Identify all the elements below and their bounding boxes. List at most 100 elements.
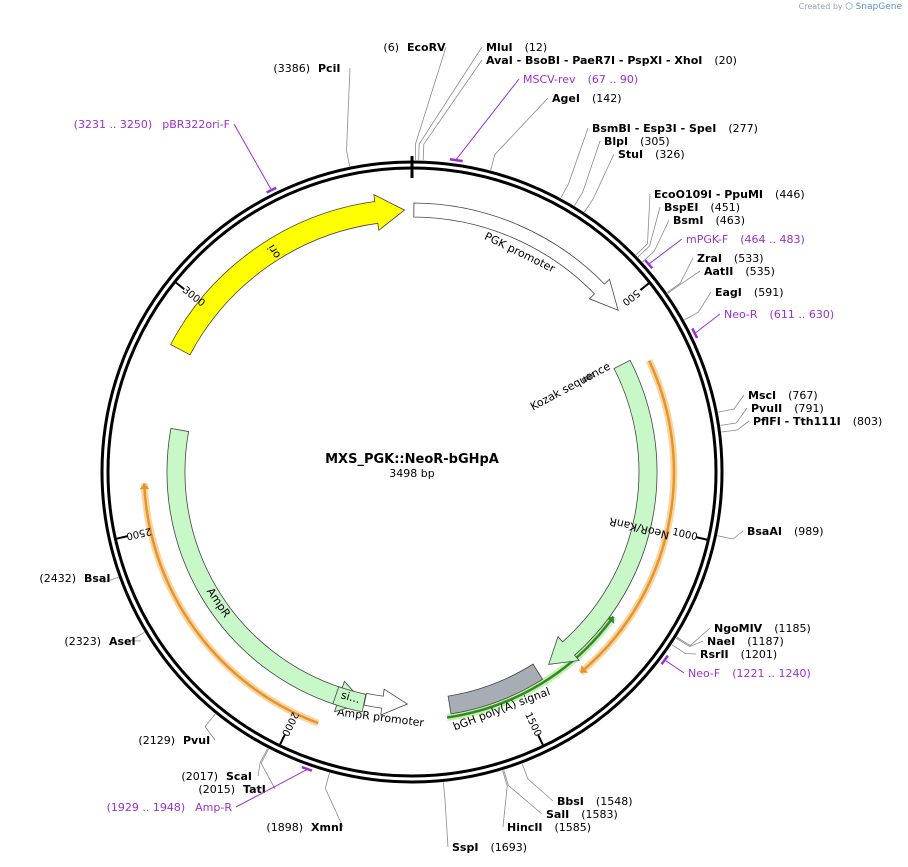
site-name-sali: SalI [546, 808, 569, 821]
site-leader-line [503, 770, 543, 815]
site-position: (1187) [747, 635, 784, 648]
site-name-pcii: PciI [318, 62, 340, 75]
feature-kozak-sequence [581, 372, 595, 383]
tick-label: 1500 [522, 711, 543, 739]
site-leader-line [103, 576, 119, 583]
primer-range: (67 .. 90) [588, 73, 639, 86]
site-name-stui: StuI [618, 148, 643, 161]
site-position: (1548) [596, 795, 633, 808]
primer-leader-line [649, 238, 683, 264]
feature-label-ori: ori [265, 242, 284, 261]
primer-mark [660, 654, 669, 666]
site-position: (451) [710, 201, 740, 214]
site-layer: PciI(3386)EcoRV(6)MluI(12)AvaI - BsoBI -… [39, 41, 882, 854]
site-position: (2129) [138, 734, 175, 747]
site-position: (277) [728, 122, 758, 135]
site-leader-line [667, 270, 701, 294]
site-name-eagi: EagI [715, 286, 742, 299]
site-name-pvui: PvuI [183, 734, 210, 747]
primer-leader-line [695, 313, 721, 334]
site-leader-line [720, 407, 748, 426]
site-leader-line [684, 291, 712, 321]
site-position: (142) [592, 92, 622, 105]
primer-arrowhead [139, 483, 150, 490]
feature-neor-kanr [548, 359, 658, 665]
primer-range: (464 .. 483) [740, 233, 805, 246]
site-position: (1185) [774, 622, 811, 635]
site-leader-line [521, 763, 554, 802]
feature-ori [170, 193, 406, 356]
site-position: (533) [734, 252, 764, 265]
site-leader-line [442, 782, 449, 848]
primer-mark [691, 327, 699, 339]
site-name-scai: ScaI [226, 770, 252, 783]
site-name-pflfi-tth111i: PflFI - Tth111I [753, 415, 841, 428]
primer-mark [449, 158, 463, 163]
snapgene-logo-icon: ⬡ [845, 2, 854, 12]
tick-mark [116, 535, 128, 540]
site-position: (20) [714, 54, 737, 67]
tick-mark [537, 734, 544, 746]
site-leader-line [324, 772, 344, 828]
primer-arrowhead [580, 665, 589, 673]
primer-layer: MSCV-rev (67 .. 90) mPGK-F (464 .. 483) Neo-… [74, 73, 834, 814]
site-position: (767) [788, 389, 818, 402]
site-position: (446) [775, 188, 805, 201]
site-name-bsmi: BsmI [673, 214, 704, 227]
site-leader-line [584, 153, 615, 213]
feature-pgk-promoter [413, 202, 619, 311]
primer-name-pbr322ori-f: pBR322ori-F [162, 118, 230, 131]
primer-range: (611 .. 630) [770, 308, 835, 321]
tick-mark [279, 734, 286, 746]
primer-mark [301, 765, 313, 772]
site-name-bbsi: BbsI [557, 795, 584, 808]
primer-binding-arc [446, 615, 615, 719]
site-position: (1585) [555, 821, 592, 834]
site-position: (12) [525, 41, 548, 54]
primer-mark [266, 186, 277, 194]
site-leader-line [718, 394, 745, 413]
site-name-bsaai: BsaAI [747, 525, 782, 538]
site-leader-line [721, 420, 750, 433]
site-position: (1583) [581, 808, 618, 821]
snapgene-credit: Created by ⬡ SnapGene [799, 2, 902, 12]
primer-name-mscv-rev: MSCV-rev [523, 73, 576, 86]
site-leader-line [675, 637, 704, 648]
site-leader-line [490, 97, 549, 171]
site-position: (591) [754, 286, 784, 299]
plasmid-title: MXS_PGK::NeoR-bGHpA [325, 452, 499, 467]
primer-name-mpgk-f: mPGK-F [686, 233, 728, 246]
site-name-zrai: ZraI [697, 252, 722, 265]
site-name-mlui: MluI [486, 41, 513, 54]
site-position: (305) [640, 135, 670, 148]
site-name-avai-bsobi-paer7i-pspxi-xhoi: AvaI - BsoBI - PaeR7I - PspXI - XhoI [486, 54, 702, 67]
site-name-hincii: HincII [507, 821, 543, 834]
feature-ampr [166, 427, 365, 713]
site-leader-line [260, 748, 276, 790]
site-leader-line [560, 127, 589, 198]
primer-range: (3231 .. 3250) [74, 118, 153, 131]
site-position: (2323) [64, 635, 101, 648]
site-leader-line [676, 627, 711, 647]
site-position: (2015) [198, 783, 235, 796]
primer-leader-line [235, 769, 307, 808]
site-name-rsrii: RsrII [700, 648, 729, 661]
primer-range: (1221 .. 1240) [732, 667, 811, 680]
site-leader-line [502, 770, 508, 828]
site-leader-line [642, 219, 670, 263]
site-name-pvuii: PvuII [751, 402, 782, 415]
site-name-ecorv: EcoRV [407, 41, 446, 54]
site-name-bspei: BspEI [664, 201, 698, 214]
site-leader-line [422, 59, 483, 161]
primer-name-neo-r: Neo-R [724, 308, 758, 321]
site-name-ecoo109i-ppumi: EcoO109I - PpuMI [654, 188, 763, 201]
primer-binding-arc [579, 360, 676, 674]
site-position: (1693) [490, 841, 527, 854]
feature-label-kozak-sequence: Kozak sequence [528, 360, 613, 414]
plasmid-length: 3498 bp [389, 467, 434, 480]
site-leader-line [129, 631, 145, 642]
feature-label-si: si... [339, 688, 361, 706]
primer-leader-line [233, 123, 272, 190]
site-leader-line [574, 140, 601, 206]
